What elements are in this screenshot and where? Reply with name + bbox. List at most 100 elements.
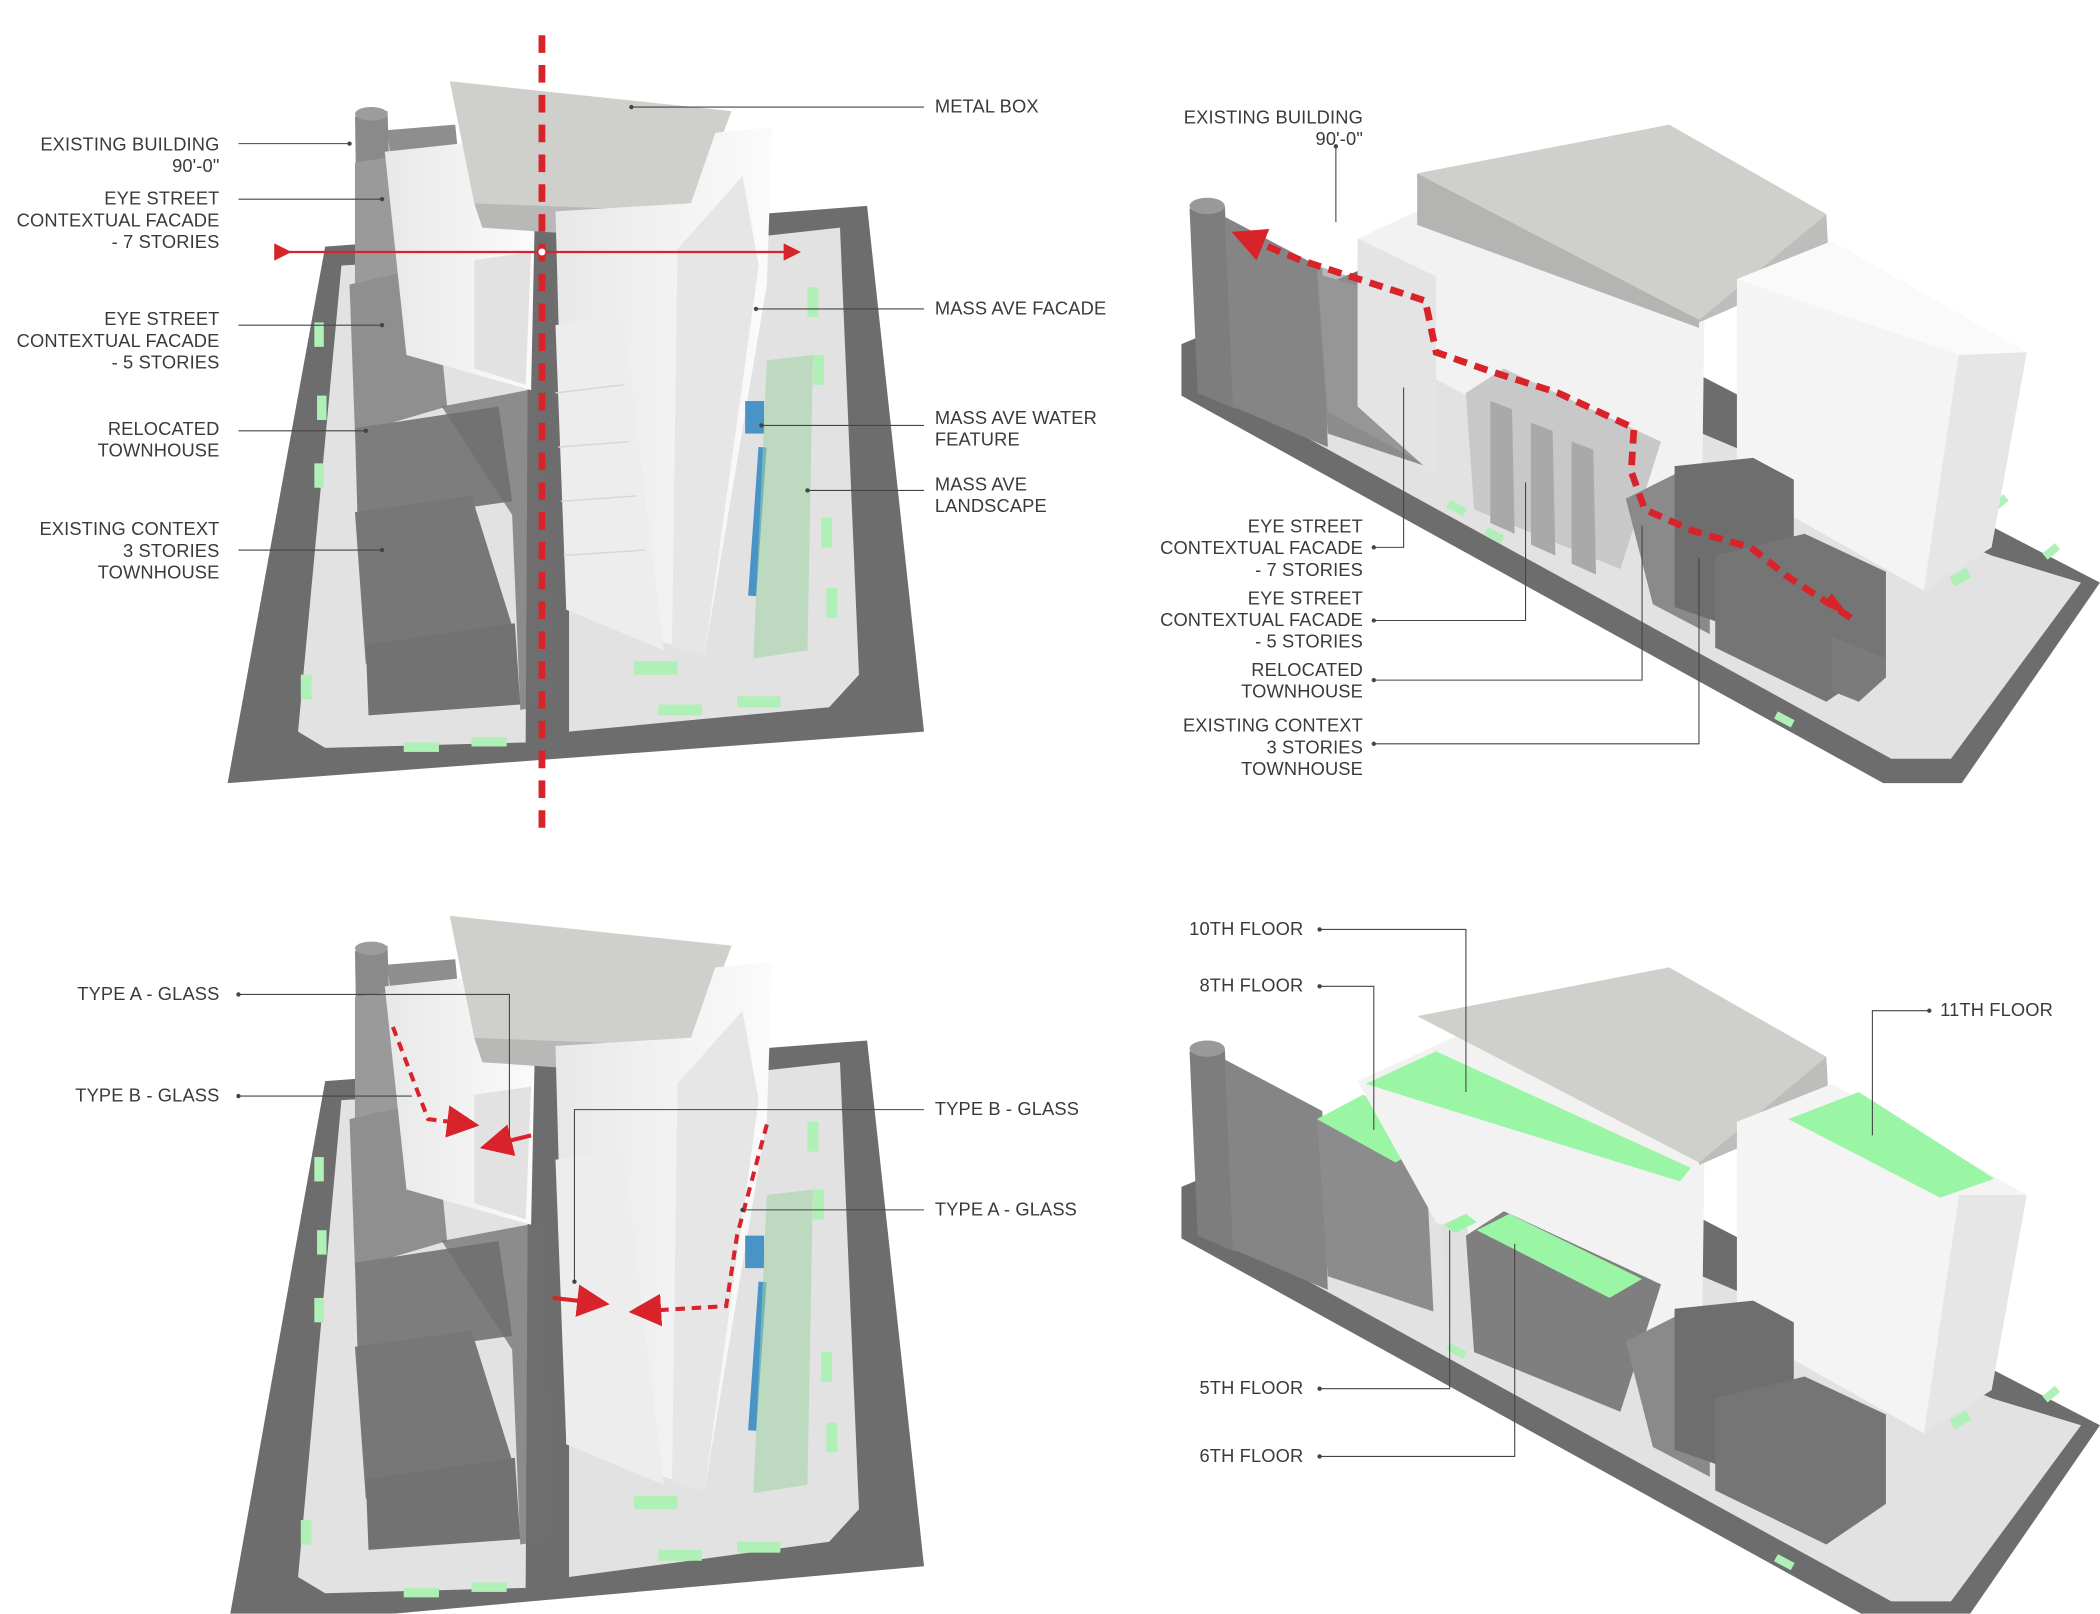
- label-line: MASS AVE: [934, 474, 1028, 495]
- label-line: FEATURE: [934, 429, 1020, 450]
- label-line: EYE STREET: [104, 188, 220, 209]
- label-type-a-glass-left: TYPE A - GLASS: [14, 984, 220, 1006]
- eye-street-facade-fin: [474, 1086, 532, 1220]
- type-a-glass-arrow-right: [628, 1123, 769, 1327]
- shadow: [441, 387, 556, 710]
- label-line: EXISTING BUILDING: [40, 134, 220, 155]
- eye-street-5-block: [1465, 368, 1662, 570]
- label-existing-building-iso: EXISTING BUILDING 90'-0": [1152, 107, 1363, 150]
- label-8th-floor: 8TH FLOOR: [1111, 975, 1303, 997]
- label-line: LANDSCAPE: [934, 495, 1047, 517]
- label-line: TYPE A - GLASS: [934, 1199, 1078, 1220]
- label-line: 3 STORIES: [1266, 737, 1363, 758]
- label-line: EXISTING CONTEXT: [39, 518, 220, 540]
- eleventh-floor-roof: [1788, 1092, 1995, 1198]
- label-existing-building: EXISTING BUILDING 90'-0": [14, 134, 220, 177]
- landscape-strip: [753, 1189, 813, 1494]
- label-line: TOWNHOUSE: [1241, 681, 1363, 702]
- existing-building-roof: [354, 107, 388, 121]
- label-line: CONTEXTUAL FACADE: [16, 330, 220, 351]
- label-line: - 7 STORIES: [1255, 559, 1363, 580]
- label-line: EXISTING CONTEXT: [1182, 715, 1363, 736]
- leaders-top-right: [1333, 144, 1700, 746]
- label-line: 6TH FLOOR: [1199, 1445, 1304, 1466]
- existing-context-block-2: [365, 1457, 521, 1550]
- label-existing-context-iso: EXISTING CONTEXT 3 STORIES TOWNHOUSE: [1152, 715, 1363, 780]
- existing-context-townhouse-3: [1831, 636, 1886, 702]
- type-b-glass-arrow-left: [479, 1124, 532, 1157]
- label-line: - 7 STORIES: [111, 231, 220, 252]
- label-metal-box: METAL BOX: [935, 96, 1039, 118]
- fifth-floor-roof: [1444, 1213, 1477, 1233]
- label-line: TYPE B - GLASS: [934, 1098, 1080, 1120]
- label-mass-ave-landscape: MASS AVE LANDSCAPE: [935, 474, 1047, 517]
- view-bottom-left: [230, 915, 925, 1614]
- label-line: TOWNHOUSE: [97, 440, 220, 461]
- label-line: 90'-0": [172, 155, 220, 177]
- existing-context-block: [354, 1330, 513, 1499]
- label-line: - 5 STORIES: [1255, 631, 1363, 652]
- mass-ave-tower-side: [1923, 1194, 2027, 1434]
- mass-ave-tower-face: [555, 1148, 664, 1485]
- metal-box: [449, 915, 732, 1046]
- mass-ave-tower-side: [1923, 352, 2027, 591]
- existing-context-townhouse: [1674, 1300, 1794, 1469]
- floor-lines: [555, 384, 645, 557]
- tenth-floor-roof: [1365, 1051, 1691, 1182]
- landscape-strip: [753, 354, 813, 659]
- planters: [300, 1121, 838, 1598]
- label-eye-street-7-stories-iso: EYE STREET CONTEXTUAL FACADE - 7 STORIES: [1152, 516, 1363, 581]
- label-relocated-townhouse-iso: RELOCATED TOWNHOUSE: [1152, 660, 1363, 703]
- metal-box: [1417, 124, 1827, 320]
- metal-box-side: [1417, 173, 1699, 328]
- mass-ave-facade-fin: [672, 176, 759, 656]
- label-11th-floor: 11TH FLOOR: [1940, 1000, 2053, 1022]
- label-type-b-glass-right: TYPE B - GLASS: [935, 1099, 1079, 1121]
- label-line: MASS AVE WATER: [934, 407, 1097, 429]
- existing-building: [1189, 1048, 1236, 1252]
- label-eye-street-7-stories: EYE STREET CONTEXTUAL FACADE - 7 STORIES: [14, 188, 220, 253]
- sixth-floor-roof: [1476, 1213, 1643, 1298]
- metal-box-front: [1698, 214, 1830, 323]
- eighth-floor-slab: [1316, 1116, 1434, 1312]
- mass-ave-facade-fin: [672, 1010, 759, 1491]
- label-10th-floor: 10TH FLOOR: [1111, 919, 1303, 941]
- label-type-a-glass-right: TYPE A - GLASS: [935, 1199, 1077, 1221]
- existing-building-roof: [354, 941, 388, 956]
- existing-building-roof: [1189, 1040, 1225, 1057]
- label-line: CONTEXTUAL FACADE: [1160, 537, 1363, 559]
- type-a-glass-arrow-left: [391, 1026, 480, 1138]
- type-b-glass-arrow-right: [552, 1284, 610, 1317]
- existing-context-block: [354, 495, 513, 664]
- label-line: 5TH FLOOR: [1199, 1377, 1304, 1399]
- label-relocated-townhouse: RELOCATED TOWNHOUSE: [14, 419, 220, 462]
- metal-box: [449, 81, 732, 212]
- label-mass-ave-facade: MASS AVE FACADE: [935, 298, 1106, 320]
- label-line: RELOCATED: [1251, 659, 1363, 681]
- label-line: EYE STREET: [1247, 516, 1363, 537]
- existing-building-wing: [1224, 216, 1328, 448]
- label-line: 3 STORIES: [123, 540, 220, 561]
- label-line: 90'-0": [1315, 128, 1363, 150]
- existing-building-roof: [1189, 197, 1225, 215]
- label-line: TOWNHOUSE: [97, 562, 220, 583]
- label-line: TYPE A - GLASS: [77, 983, 220, 1004]
- view-bottom-right: [1181, 927, 2100, 1614]
- label-line: RELOCATED: [107, 418, 220, 439]
- label-line: EYE STREET: [1247, 588, 1363, 609]
- existing-building: [1189, 205, 1236, 410]
- leaders-top-left: [238, 104, 925, 553]
- path-arrowhead: [1823, 593, 1851, 618]
- label-type-b-glass-left: TYPE B - GLASS: [14, 1085, 220, 1107]
- label-eye-street-5-stories: EYE STREET CONTEXTUAL FACADE - 5 STORIES: [14, 309, 220, 374]
- existing-context-townhouse-2: [1715, 1376, 1886, 1545]
- view-top-right: [1181, 124, 2100, 784]
- label-line: 10TH FLOOR: [1189, 918, 1304, 939]
- existing-building-wing: [1224, 1059, 1328, 1290]
- eye-street-5-fins: [1490, 401, 1596, 575]
- label-line: - 5 STORIES: [111, 352, 220, 373]
- label-eye-street-5-stories-iso: EYE STREET CONTEXTUAL FACADE - 5 STORIES: [1152, 588, 1363, 653]
- label-mass-ave-water-feature: MASS AVE WATER FEATURE: [935, 408, 1097, 451]
- planters: [300, 287, 838, 752]
